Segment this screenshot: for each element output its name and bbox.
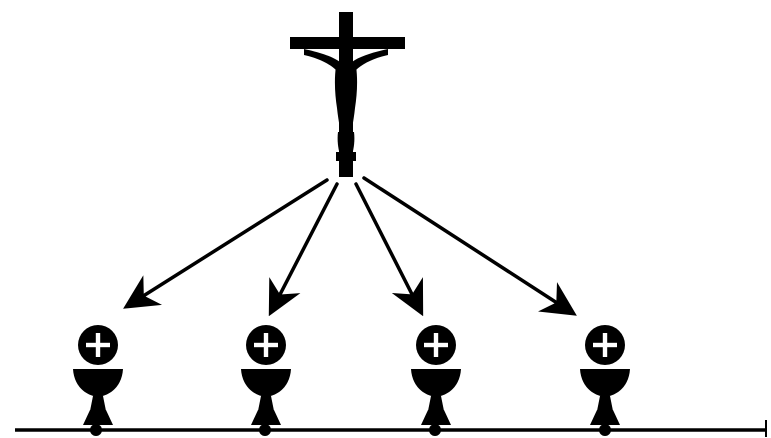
timeline-marker	[259, 424, 271, 436]
chalice-with-host-icon	[241, 325, 291, 425]
arrow-4	[364, 178, 571, 312]
timeline	[15, 420, 766, 437]
crucifix-icon	[290, 12, 405, 177]
timeline-marker	[599, 424, 611, 436]
timeline-marker	[90, 424, 102, 436]
chalice-with-host-icon	[411, 325, 461, 425]
chalices	[73, 325, 630, 425]
arrow-1	[129, 180, 327, 305]
chalice-with-host-icon	[73, 325, 123, 425]
chalice-with-host-icon	[580, 325, 630, 425]
arrow-3	[356, 184, 420, 310]
arrow-2	[272, 184, 337, 310]
timeline-marker	[429, 424, 441, 436]
arrows	[129, 178, 571, 312]
